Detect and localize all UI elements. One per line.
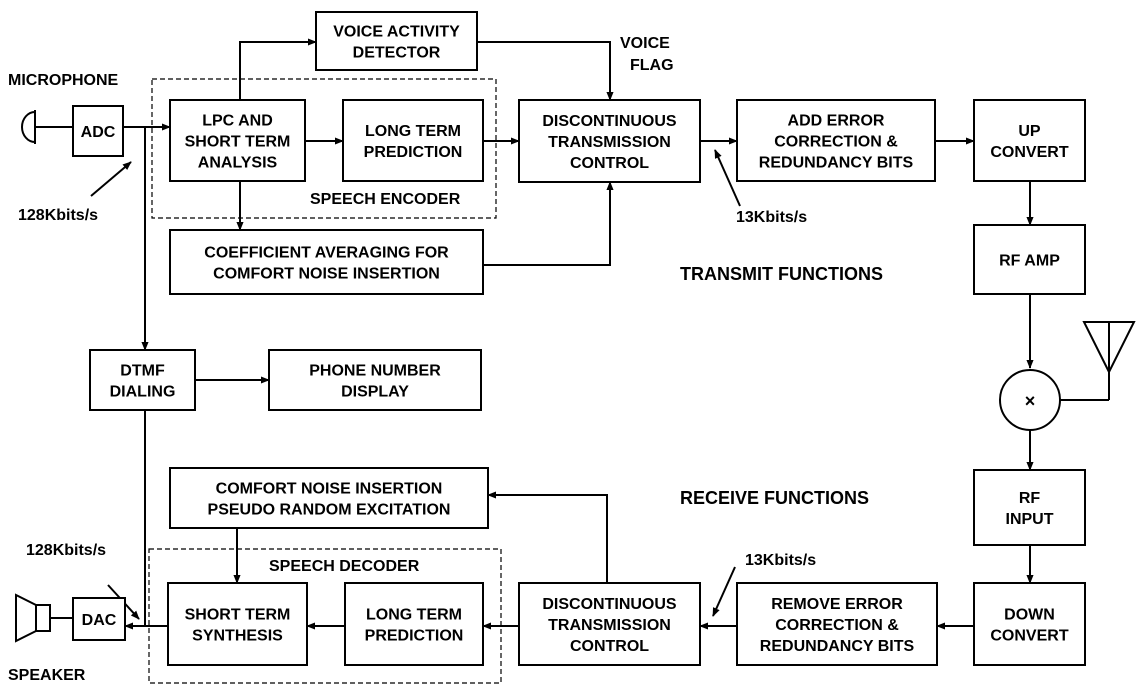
phone-display-block: PHONE NUMBER DISPLAY [268, 349, 482, 411]
remove-error-text-3: REDUNDANCY BITS [760, 638, 915, 655]
rate-label-rx-128: 128Kbits/s [26, 542, 106, 559]
add-error-text-2: CORRECTION & [774, 134, 898, 151]
voice-flag-label-line2: FLAG [630, 57, 674, 74]
dtx-rx-text-3: CONTROL [570, 638, 649, 655]
vad-text-1: VOICE ACTIVITY [333, 24, 460, 41]
down-convert-text-2: CONVERT [990, 628, 1068, 645]
dtmf-block: DTMF DIALING [89, 349, 196, 411]
coef-avg-block: COEFFICIENT AVERAGING FOR COMFORT NOISE I… [169, 229, 484, 295]
rate-label-tx-128: 128Kbits/s [18, 207, 98, 224]
speaker-icon [15, 593, 73, 643]
short-synth-block: SHORT TERM SYNTHESIS [167, 582, 308, 666]
remove-error-block: REMOVE ERROR CORRECTION & REDUNDANCY BITS [736, 582, 938, 666]
voice-flag-label-line1: VOICE [620, 35, 670, 52]
comfort-noise-block: COMFORT NOISE INSERTION PSEUDO RANDOM EXC… [169, 467, 489, 529]
ltp-tx-text-2: PREDICTION [364, 144, 463, 161]
ltp-rx-text-2: PREDICTION [365, 628, 464, 645]
dtx-rx-text-1: DISCONTINUOUS [542, 596, 677, 613]
down-convert-block: DOWN CONVERT [973, 582, 1086, 666]
ltp-tx-block: LONG TERM PREDICTION [342, 99, 484, 182]
microphone-icon [21, 110, 73, 144]
speech-encoder-label: SPEECH ENCODER [310, 191, 461, 208]
mixer-icon: × [999, 369, 1061, 431]
add-error-text-3: REDUNDANCY BITS [759, 155, 914, 172]
dtx-tx-block: DISCONTINUOUS TRANSMISSION CONTROL [518, 99, 701, 183]
speech-decoder-label: SPEECH DECODER [269, 558, 420, 575]
ltp-rx-text-1: LONG TERM [366, 607, 462, 624]
short-synth-text-2: SYNTHESIS [192, 628, 283, 645]
speaker-label: SPEAKER [8, 667, 86, 684]
ltp-tx-text-1: LONG TERM [365, 123, 461, 140]
adc-text-1: ADC [81, 124, 116, 141]
lpc-block: LPC AND SHORT TERM ANALYSIS [169, 99, 306, 182]
rate-label-tx-13: 13Kbits/s [736, 209, 807, 226]
rf-input-text-1: RF [1019, 490, 1041, 507]
short-synth-text-1: SHORT TERM [185, 607, 291, 624]
speech-encoder-group [151, 78, 497, 219]
comfort-noise-text-2: PSEUDO RANDOM EXCITATION [208, 502, 451, 519]
vad-block: VOICE ACTIVITY DETECTOR [315, 11, 478, 71]
up-convert-text-1: UP [1018, 123, 1041, 140]
dtx-tx-text-2: TRANSMISSION [548, 134, 671, 151]
mixer-symbol: × [1025, 391, 1036, 411]
dtx-rx-text-2: TRANSMISSION [548, 617, 671, 634]
comfort-noise-text-1: COMFORT NOISE INSERTION [216, 481, 443, 498]
dtx-tx-text-3: CONTROL [570, 155, 649, 172]
antenna-icon [1060, 321, 1136, 401]
rate-label-rx-13: 13Kbits/s [745, 552, 816, 569]
lpc-text-2: SHORT TERM [185, 134, 291, 151]
down-convert-text-1: DOWN [1004, 607, 1055, 624]
dtx-tx-text-1: DISCONTINUOUS [542, 113, 677, 130]
remove-error-text-1: REMOVE ERROR [771, 596, 903, 613]
up-convert-text-2: CONVERT [990, 144, 1068, 161]
speech-decoder-group [148, 548, 502, 684]
dtx-rx-block: DISCONTINUOUS TRANSMISSION CONTROL [518, 582, 701, 666]
vad-text-2: DETECTOR [353, 45, 441, 62]
phone-display-text-1: PHONE NUMBER [309, 363, 441, 380]
add-error-text-1: ADD ERROR [788, 113, 885, 130]
coef-avg-text-1: COEFFICIENT AVERAGING FOR [204, 245, 449, 262]
dtmf-text-2: DIALING [110, 384, 176, 401]
connections [90, 38, 1034, 630]
rf-amp-block: RF AMP [973, 224, 1086, 295]
microphone-label: MICROPHONE [8, 72, 119, 89]
dac-text-1: DAC [82, 612, 117, 629]
add-error-block: ADD ERROR CORRECTION & REDUNDANCY BITS [736, 99, 936, 182]
rf-amp-text-1: RF AMP [999, 253, 1060, 270]
rf-input-block: RF INPUT [973, 469, 1086, 546]
phone-display-text-2: DISPLAY [341, 384, 409, 401]
rf-input-text-2: INPUT [1006, 511, 1054, 528]
lpc-text-3: ANALYSIS [198, 155, 278, 172]
remove-error-text-2: CORRECTION & [775, 617, 899, 634]
lpc-text-1: LPC AND [202, 113, 273, 130]
receive-functions-label: RECEIVE FUNCTIONS [680, 488, 869, 508]
dtmf-text-1: DTMF [120, 363, 165, 380]
transmit-functions-label: TRANSMIT FUNCTIONS [680, 264, 883, 284]
coef-avg-text-2: COMFORT NOISE INSERTION [213, 266, 440, 283]
adc-block: ADC [72, 105, 124, 157]
dac-block: DAC [72, 597, 126, 641]
ltp-rx-block: LONG TERM PREDICTION [344, 582, 484, 666]
up-convert-block: UP CONVERT [973, 99, 1086, 182]
